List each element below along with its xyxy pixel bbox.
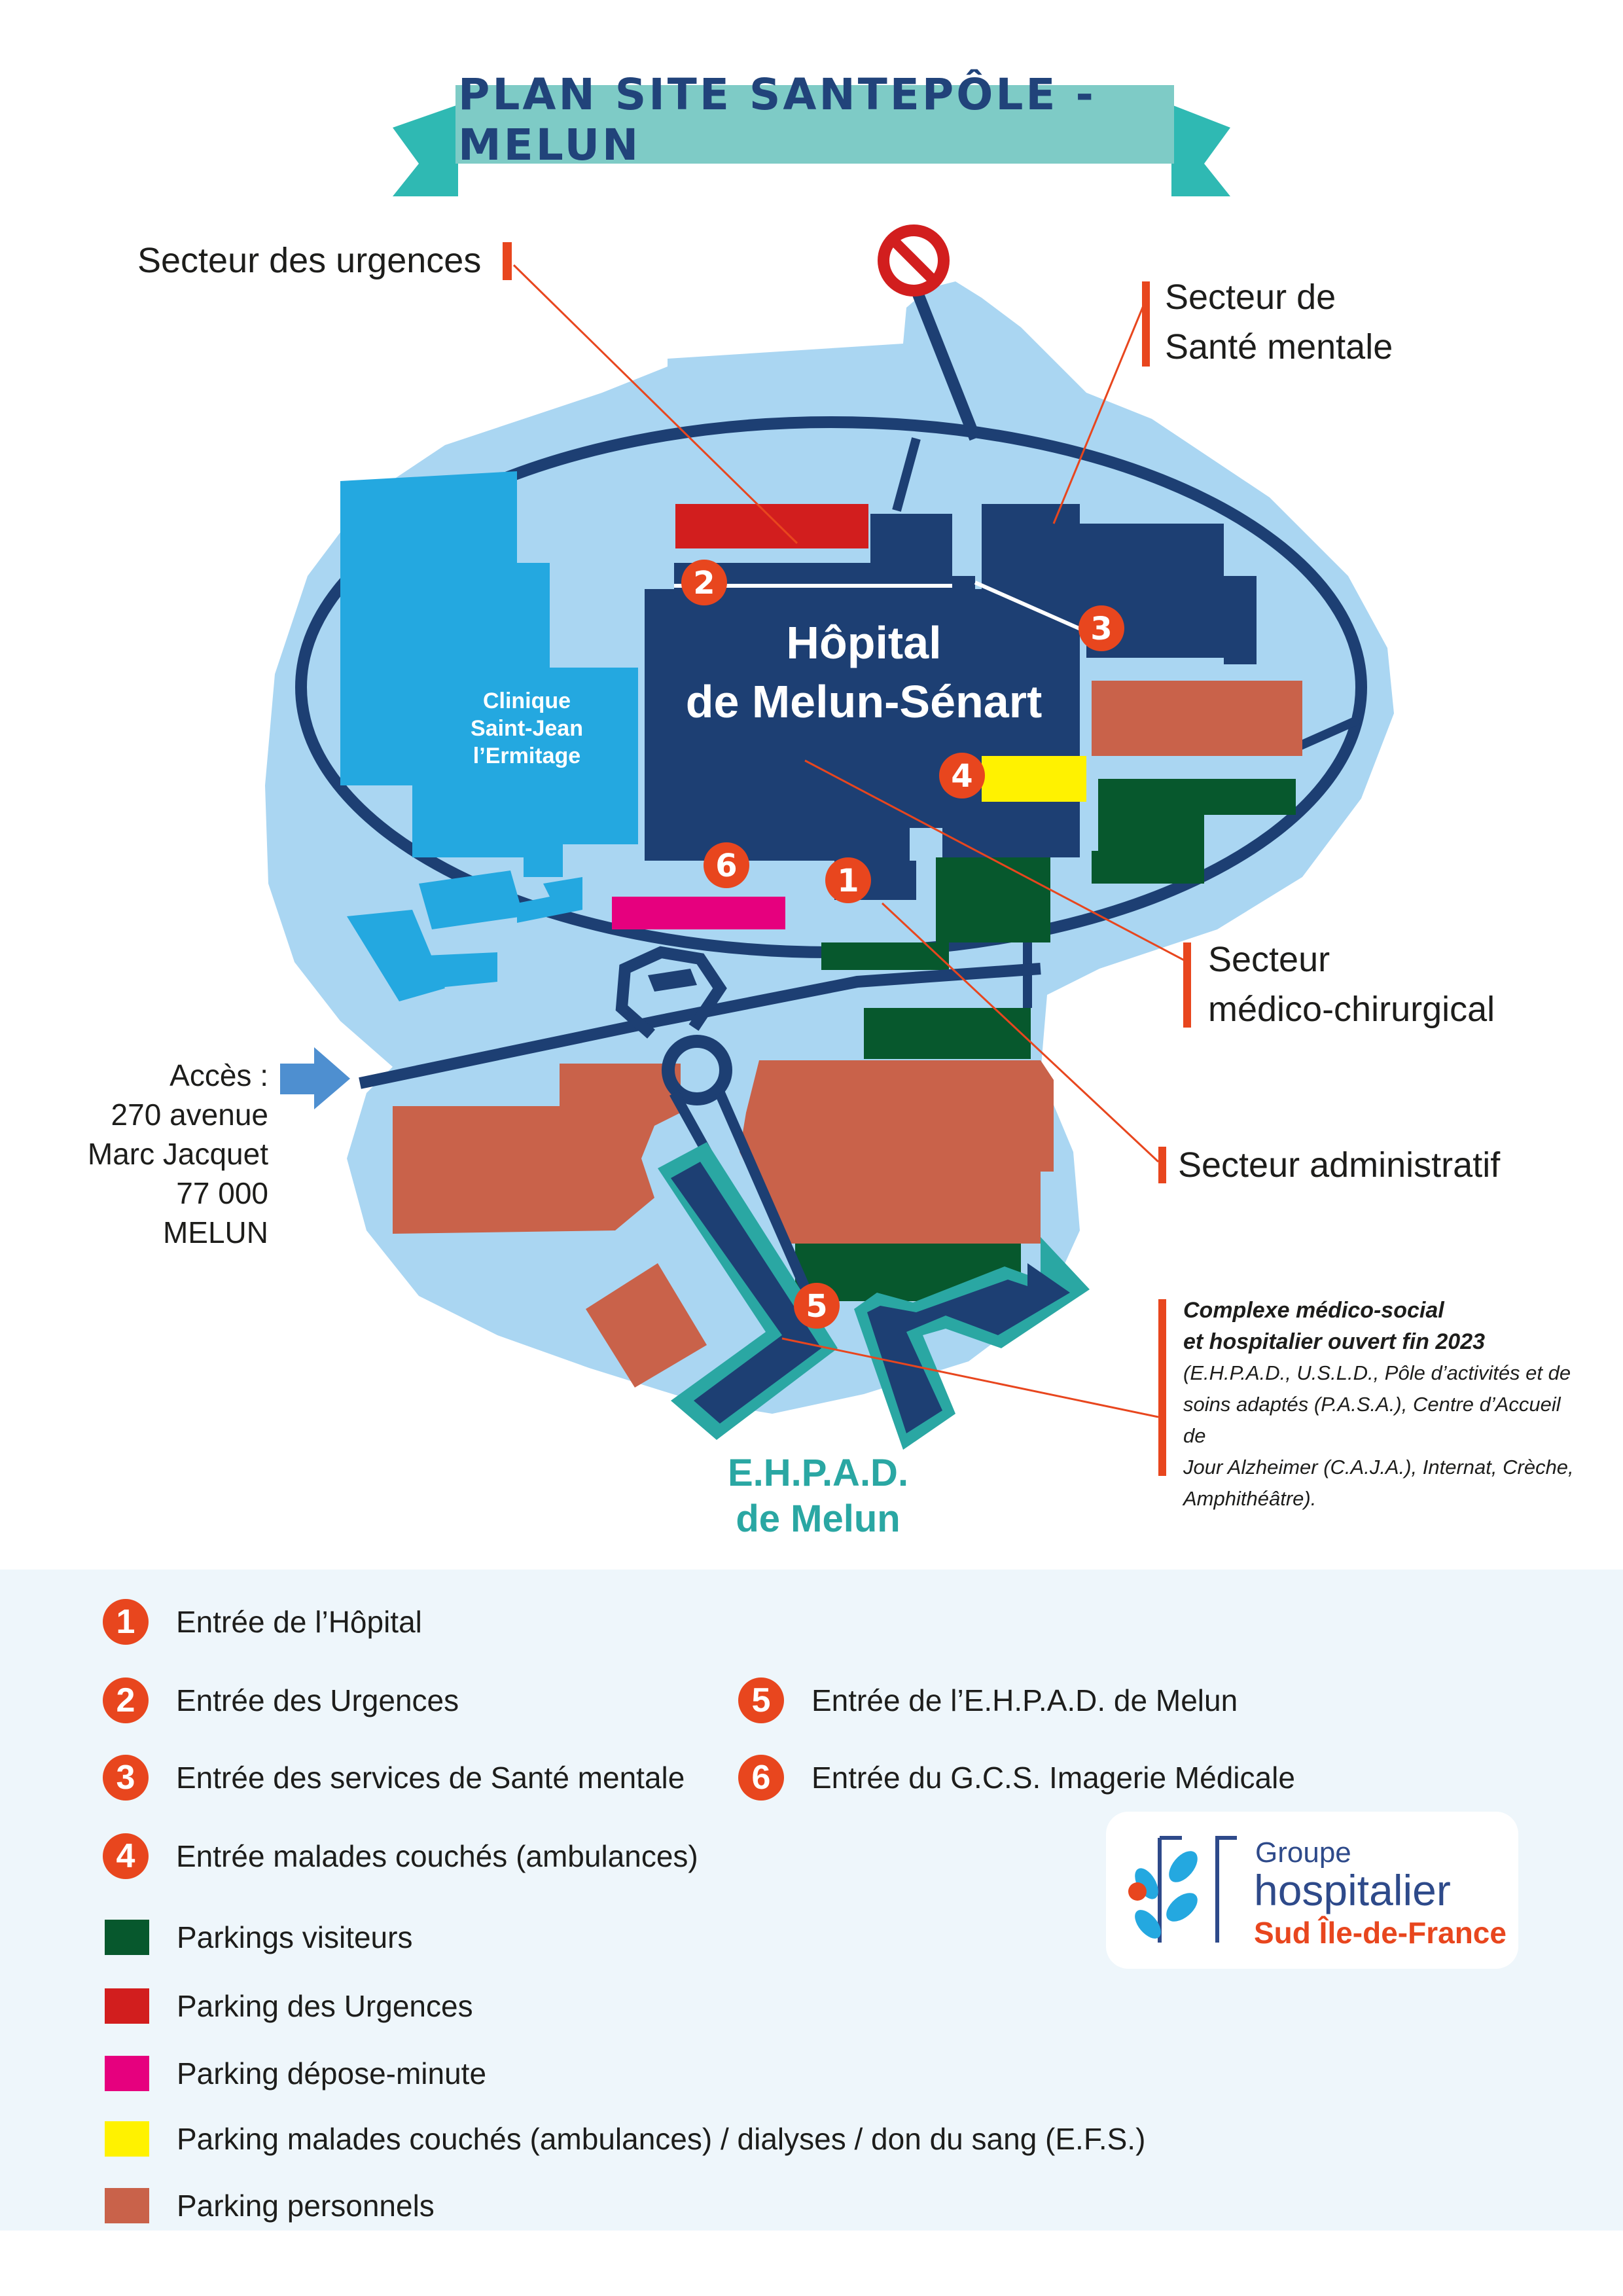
legend-badge: 6 bbox=[738, 1755, 784, 1801]
ehpad-building bbox=[658, 1142, 1090, 1450]
legend-swatch bbox=[105, 1988, 149, 2024]
svg-text:5: 5 bbox=[806, 1288, 827, 1325]
legend-label: Entrée de l’E.H.P.A.D. de Melun bbox=[812, 1683, 1238, 1717]
label-hopital-1: Hôpital bbox=[786, 617, 942, 668]
complexe-title-2: et hospitalier ouvert fin 2023 bbox=[1183, 1329, 1486, 1354]
logo-card: Groupe hospitalier Sud Île-de-France bbox=[1106, 1812, 1518, 1969]
marker-5: 5 bbox=[794, 1283, 840, 1329]
complexe-line-2: soins adaptés (P.A.S.A.), Centre d’Accue… bbox=[1183, 1393, 1561, 1447]
legend-label: Entrée malades couchés (ambulances) bbox=[176, 1839, 698, 1873]
label-secteur-sante-mentale-2: Santé mentale bbox=[1165, 327, 1393, 367]
label-secteur-medico-1: Secteur bbox=[1208, 940, 1330, 979]
legend-label: Parkings visiteurs bbox=[177, 1920, 413, 1954]
access-line-3: Marc Jacquet bbox=[87, 1137, 268, 1171]
complexe-line-1: (E.H.P.A.D., U.S.L.D., Pôle d’activités … bbox=[1183, 1361, 1571, 1384]
title-banner bbox=[393, 85, 1230, 196]
urgences-parking bbox=[675, 504, 868, 548]
page-title: PLAN SITE SANTEPÔLE - MELUN bbox=[458, 69, 1096, 170]
legend-label: Parking dépose-minute bbox=[177, 2056, 487, 2090]
legend-label: Entrée des Urgences bbox=[176, 1683, 459, 1717]
legend-parking-ambulances: Parking malades couchés (ambulances) / d… bbox=[105, 2113, 1145, 2165]
marker-2: 2 bbox=[681, 560, 727, 605]
clinique-buildings bbox=[340, 471, 638, 1001]
svg-text:4: 4 bbox=[951, 758, 972, 795]
svg-text:2: 2 bbox=[693, 565, 715, 601]
label-secteur-sante-mentale-1: Secteur de bbox=[1165, 278, 1336, 317]
legend-label: Parking des Urgences bbox=[177, 1989, 473, 2023]
roundabout bbox=[662, 1035, 732, 1105]
marker-3: 3 bbox=[1079, 605, 1124, 651]
legend-badge: 1 bbox=[103, 1599, 149, 1645]
roundabout-island bbox=[648, 969, 697, 992]
legend-parking-personnels: Parking personnels bbox=[105, 2179, 435, 2232]
complexe-description: Complexe médico-social et hospitalier ou… bbox=[1183, 1295, 1576, 1515]
site-map: 1 2 3 4 5 6 bbox=[265, 85, 1394, 1476]
access-line-5: MELUN bbox=[162, 1215, 268, 1249]
legend-badge: 2 bbox=[103, 1677, 149, 1723]
no-entry-icon bbox=[878, 224, 950, 296]
legend-entrance-3: 3 Entrée des services de Santé mentale bbox=[103, 1751, 685, 1804]
legend-label: Entrée des services de Santé mentale bbox=[176, 1761, 685, 1795]
label-clinique-3: l’Ermitage bbox=[473, 744, 581, 768]
svg-text:6: 6 bbox=[715, 848, 737, 884]
north-road bbox=[908, 280, 981, 441]
arrow-right-icon bbox=[280, 1047, 350, 1109]
label-clinique-2: Saint-Jean bbox=[471, 716, 583, 741]
logo-text-hospitalier: hospitalier bbox=[1254, 1866, 1451, 1914]
label-clinique-1: Clinique bbox=[482, 689, 571, 713]
legend-parking-visiteurs: Parkings visiteurs bbox=[105, 1911, 412, 1964]
legend-label: Entrée du G.C.S. Imagerie Médicale bbox=[812, 1761, 1295, 1795]
inner-road-1 bbox=[892, 437, 921, 512]
marker-6: 6 bbox=[704, 842, 749, 888]
legend-parking-urgences: Parking des Urgences bbox=[105, 1980, 473, 2032]
legend-badge: 4 bbox=[103, 1833, 149, 1879]
access-address: Accès : 270 avenue Marc Jacquet 77 000 M… bbox=[52, 1056, 268, 1252]
marker-1: 1 bbox=[825, 857, 871, 903]
roundabout-loop bbox=[615, 946, 727, 1039]
east-road bbox=[1297, 715, 1360, 751]
logo-icon bbox=[1128, 1836, 1237, 1943]
complexe-title-1: Complexe médico-social bbox=[1183, 1298, 1444, 1323]
dropoff-parking bbox=[612, 897, 785, 929]
marker-4: 4 bbox=[939, 753, 985, 798]
ambulance-parking bbox=[982, 756, 1086, 802]
label-hopital-2: de Melun-Sénart bbox=[685, 676, 1043, 727]
label-ehpad-2: de Melun bbox=[736, 1498, 901, 1540]
legend-badge: 5 bbox=[738, 1677, 784, 1723]
entrance-markers: 1 2 3 4 5 6 bbox=[681, 560, 1124, 1329]
south-road bbox=[669, 1090, 817, 1305]
label-secteur-urgences: Secteur des urgences bbox=[137, 241, 482, 280]
legend-label: Entrée de l’Hôpital bbox=[176, 1605, 422, 1639]
complexe-line-3: Jour Alzheimer (C.A.J.A.), Internat, Crè… bbox=[1183, 1456, 1574, 1479]
legend-parking-depose: Parking dépose-minute bbox=[105, 2047, 486, 2100]
access-road bbox=[359, 963, 1041, 1089]
legend-entrance-2: 2 Entrée des Urgences bbox=[103, 1674, 459, 1727]
legend-label: Parking malades couchés (ambulances) / d… bbox=[177, 2122, 1146, 2156]
legend-swatch bbox=[105, 2121, 149, 2157]
legend-label: Parking personnels bbox=[177, 2189, 435, 2223]
legend-entrance-1: 1 Entrée de l’Hôpital bbox=[103, 1596, 422, 1648]
leader-lines bbox=[512, 264, 1188, 1418]
sante-mentale-link bbox=[974, 581, 1088, 634]
svg-text:1: 1 bbox=[837, 863, 859, 899]
logo-text-groupe: Groupe bbox=[1255, 1837, 1351, 1869]
label-ehpad-1: E.H.P.A.D. bbox=[727, 1452, 909, 1494]
sector-bars bbox=[503, 242, 1191, 1476]
legend-badge: 3 bbox=[103, 1755, 149, 1801]
label-secteur-medico-2: médico-chirurgical bbox=[1208, 990, 1495, 1029]
legend-swatch bbox=[105, 1920, 149, 1955]
logo-text-region: Sud Île-de-France bbox=[1254, 1916, 1507, 1950]
legend-entrance-4: 4 Entrée malades couchés (ambulances) bbox=[103, 1830, 698, 1882]
legend-swatch bbox=[105, 2056, 149, 2091]
legend-entrance-6: 6 Entrée du G.C.S. Imagerie Médicale bbox=[738, 1751, 1295, 1804]
legend-swatch bbox=[105, 2188, 149, 2223]
legend-entrance-5: 5 Entrée de l’E.H.P.A.D. de Melun bbox=[738, 1674, 1238, 1727]
svg-text:3: 3 bbox=[1090, 611, 1112, 647]
staff-parkings bbox=[393, 681, 1302, 1388]
access-line-1: Accès : bbox=[169, 1058, 268, 1092]
access-line-4: 77 000 bbox=[176, 1176, 268, 1210]
access-line-2: 270 avenue bbox=[111, 1098, 268, 1132]
complexe-line-4: Amphithéâtre). bbox=[1183, 1487, 1317, 1510]
label-secteur-administratif: Secteur administratif bbox=[1178, 1145, 1501, 1185]
